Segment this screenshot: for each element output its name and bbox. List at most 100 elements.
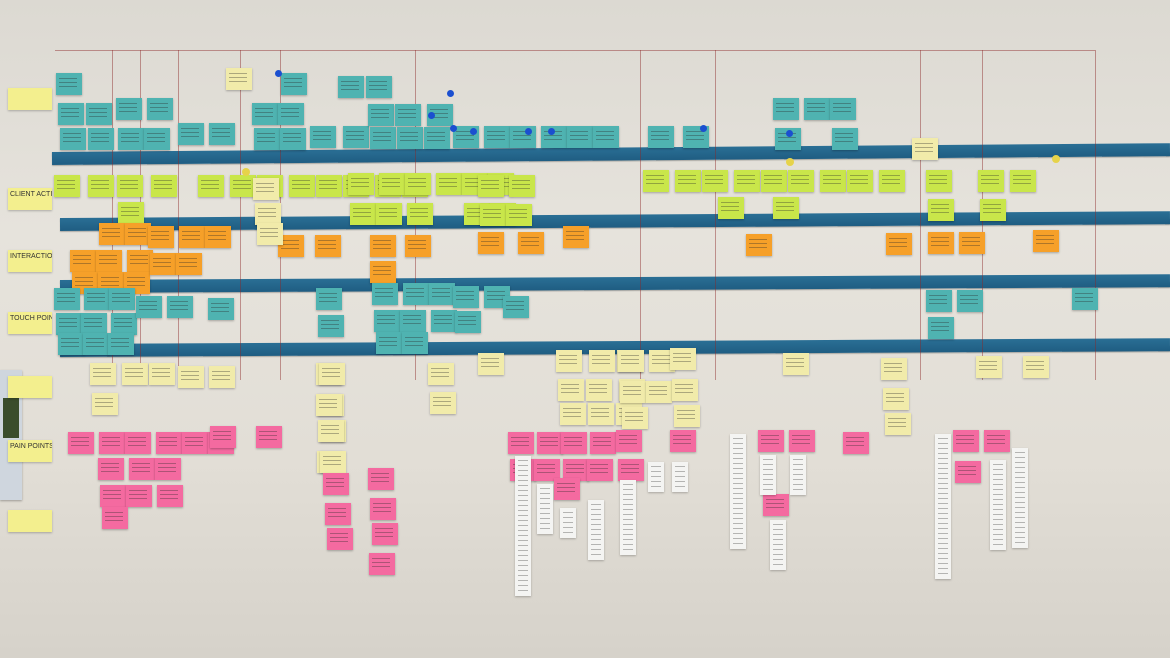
sticky-note (506, 204, 532, 226)
sticky-note (957, 290, 983, 312)
sticky-note (976, 356, 1002, 378)
sticky-note (1010, 170, 1036, 192)
sticky-note (210, 426, 236, 448)
sticky-note (881, 358, 907, 380)
sticky-note (90, 363, 116, 385)
sticky-note (370, 498, 396, 520)
sticky-note (928, 317, 954, 339)
sticky-note (125, 432, 151, 454)
sticky-note (99, 432, 125, 454)
sticky-note (843, 432, 869, 454)
sticky-note (430, 392, 456, 414)
sticky-note (96, 250, 122, 272)
sticky-note (316, 288, 342, 310)
sticky-note (208, 298, 234, 320)
sticky-note (620, 381, 646, 403)
sticky-note (428, 363, 454, 385)
sticky-note (675, 170, 701, 192)
sticky-note (127, 250, 153, 272)
sticky-note (118, 202, 144, 224)
sticky-note (541, 126, 567, 148)
sticky-note (586, 379, 612, 401)
sticky-note (561, 432, 587, 454)
sticky-note (558, 379, 584, 401)
sticky-note (746, 234, 772, 256)
sticky-note (56, 73, 82, 95)
sticky-note (209, 366, 235, 388)
sticky-note (118, 128, 144, 150)
sticky-note (278, 235, 304, 257)
pinned-poster (0, 370, 22, 500)
sticky-note (563, 459, 589, 481)
printed-card (790, 455, 806, 495)
sticky-note (176, 253, 202, 275)
sticky-note (405, 173, 431, 195)
sticky-note (99, 223, 125, 245)
sticky-note (108, 333, 134, 355)
sticky-note (366, 76, 392, 98)
sticky-note (847, 170, 873, 192)
sticky-note (157, 485, 183, 507)
sticky-note (81, 313, 107, 335)
sticky-note (368, 468, 394, 490)
sticky-note (403, 283, 429, 305)
sticky-note (68, 432, 94, 454)
printed-card (515, 456, 531, 596)
sticky-note (56, 313, 82, 335)
sticky-note (402, 332, 428, 354)
sticky-note (405, 235, 431, 257)
sticky-note (484, 126, 510, 148)
phase-divider (178, 50, 179, 380)
sticky-note (643, 170, 669, 192)
sticky-note (926, 170, 952, 192)
sticky-note (508, 432, 534, 454)
sticky-note (646, 381, 672, 403)
phase-divider (920, 50, 921, 380)
sticky-note (734, 170, 760, 192)
sticky-note (179, 226, 205, 248)
push-pin (428, 112, 435, 119)
sticky-note (151, 175, 177, 197)
sticky-note (1033, 230, 1059, 252)
sticky-note (88, 128, 114, 150)
sticky-note (281, 73, 307, 95)
sticky-note (429, 283, 455, 305)
sticky-note (125, 223, 151, 245)
sticky-note (674, 405, 700, 427)
sticky-note (254, 128, 280, 150)
sticky-note (316, 394, 342, 416)
phase-divider (112, 50, 113, 380)
sticky-note (510, 126, 536, 148)
sticky-note (372, 283, 398, 305)
sticky-note (54, 288, 80, 310)
sticky-note (147, 98, 173, 120)
printed-card (588, 500, 604, 560)
sticky-note (182, 432, 208, 454)
sticky-note (320, 451, 346, 473)
sticky-note (928, 232, 954, 254)
sticky-note (537, 432, 563, 454)
sticky-note (830, 98, 856, 120)
sticky-note (372, 523, 398, 545)
sticky-note (148, 226, 174, 248)
sticky-note (315, 235, 341, 257)
sticky-note (126, 485, 152, 507)
sticky-note (327, 528, 353, 550)
sticky-note (1023, 356, 1049, 378)
row-label (8, 88, 52, 110)
sticky-note (773, 98, 799, 120)
sticky-note (376, 332, 402, 354)
sticky-note (984, 430, 1010, 452)
sticky-note (407, 203, 433, 225)
sticky-note (318, 420, 344, 442)
sticky-note (310, 126, 336, 148)
sticky-note (455, 311, 481, 333)
sticky-note (758, 430, 784, 452)
sticky-note (554, 478, 580, 500)
row-label: TOUCH POINTS (8, 312, 52, 334)
sticky-note (102, 507, 128, 529)
push-pin (786, 130, 793, 137)
sticky-note (672, 379, 698, 401)
sticky-note (323, 473, 349, 495)
sticky-note (109, 288, 135, 310)
